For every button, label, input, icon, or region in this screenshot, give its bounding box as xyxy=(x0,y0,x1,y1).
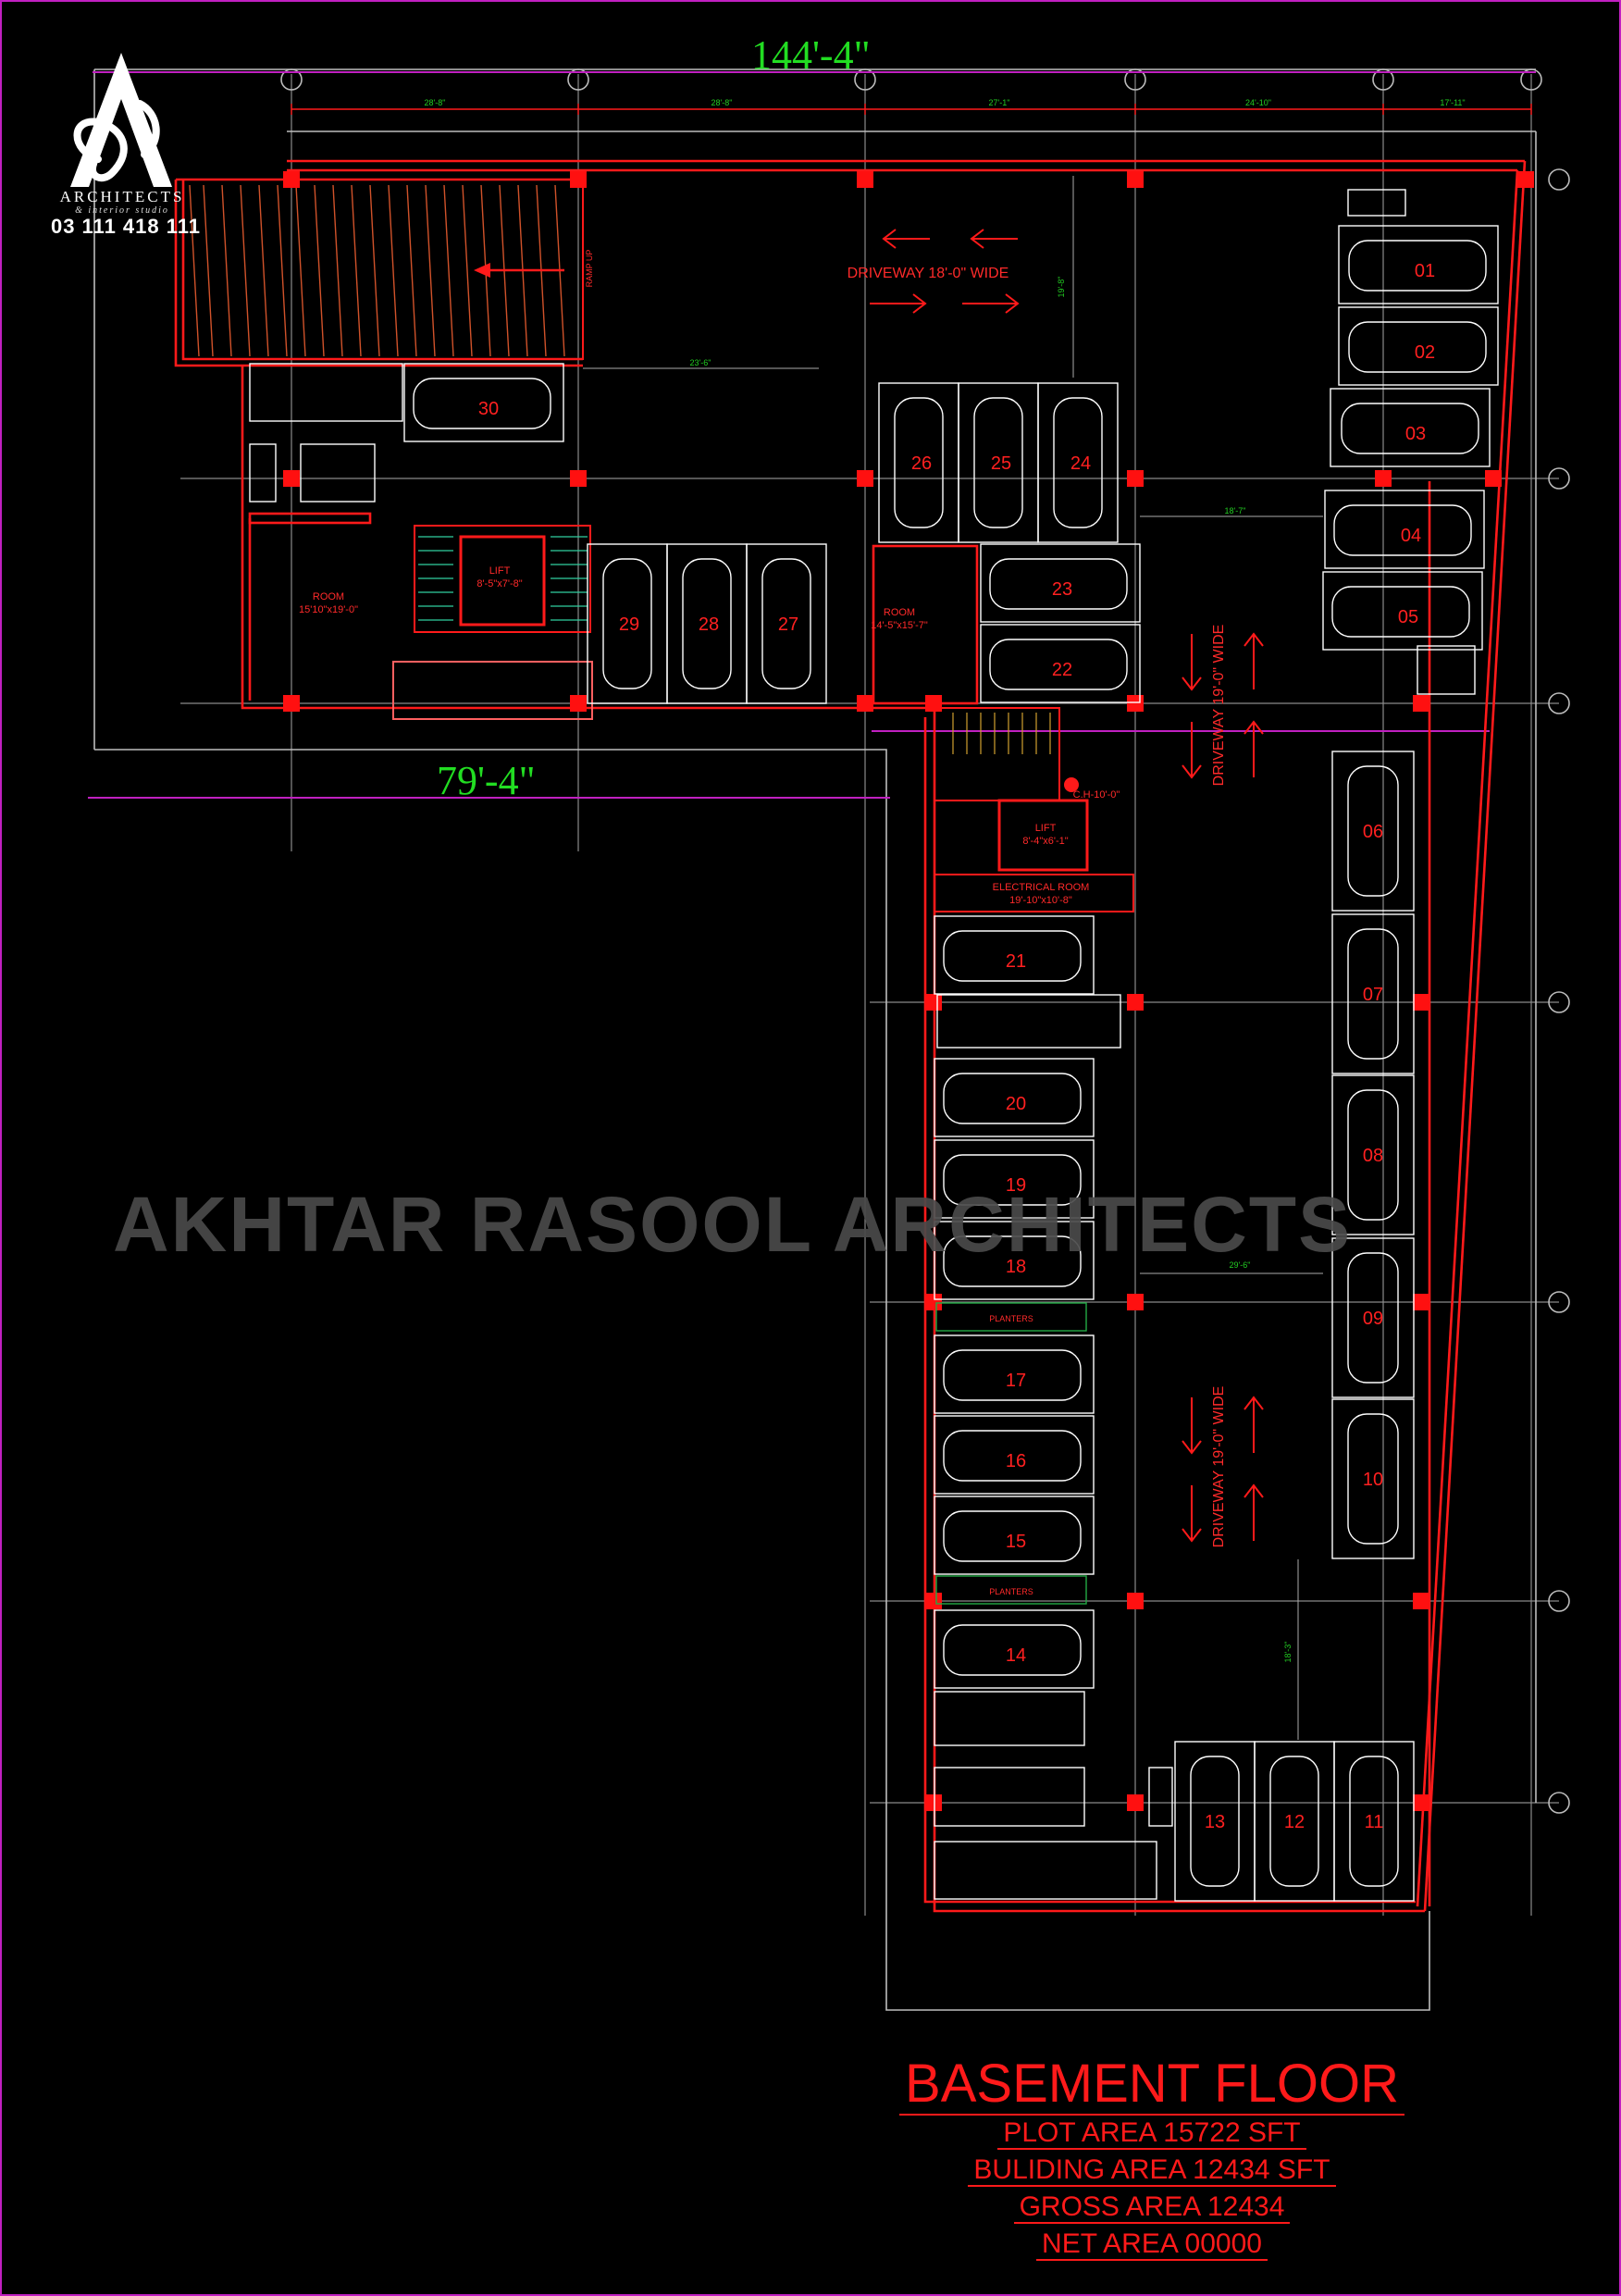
title-building-area: BULIDING AREA 12434 SFT xyxy=(888,2154,1416,2187)
room-mid-label: ROOM xyxy=(884,607,915,618)
parking-number-15: 15 xyxy=(1006,1532,1026,1552)
parking-number-20: 20 xyxy=(1006,1094,1026,1114)
lift-2-size: 8'-4"x6'-1" xyxy=(1022,836,1068,847)
building-area-text: BULIDING AREA 12434 SFT xyxy=(968,2154,1336,2187)
electrical-room-size: 19'-10"x10'-8" xyxy=(1009,895,1072,906)
title-net-area: NET AREA 00000 xyxy=(888,2228,1416,2261)
parking-number-21: 21 xyxy=(1006,951,1026,972)
logo-subtext: & interior studio xyxy=(75,205,169,216)
dim-d10: 18'-3" xyxy=(1283,1642,1293,1663)
room-labels: DRIVEWAY 18'-0" WIDE DRIVEWAY 19'-0" WID… xyxy=(299,250,1227,1596)
driveway-top-label: DRIVEWAY 18'-0" WIDE xyxy=(848,266,1009,281)
parking-number-07: 07 xyxy=(1363,985,1383,1005)
parking-number-17: 17 xyxy=(1006,1371,1026,1391)
parking-number-02: 02 xyxy=(1415,342,1435,363)
lift-2-label: LIFT xyxy=(1035,823,1057,834)
title-plot-area: PLOT AREA 15722 SFT xyxy=(888,2117,1416,2150)
overall-width-dimension: 144'-4" xyxy=(751,32,871,78)
logo-text: ARCHITECTS xyxy=(59,188,185,205)
dim-d5: 17'-11" xyxy=(1440,98,1465,107)
watermark-text: AKHTAR RASOOL ARCHITECTS xyxy=(113,1181,1353,1268)
driveway-arrows xyxy=(870,229,1264,1543)
architects-logo xyxy=(70,53,172,187)
room-mid-size: 14'-5"x15'-7" xyxy=(871,620,928,631)
title-main-text: BASEMENT FLOOR xyxy=(899,2054,1404,2116)
bike-stalls xyxy=(249,189,1476,1900)
planters-2-label: PLANTERS xyxy=(989,1587,1033,1596)
dim-d6: 23'-6" xyxy=(690,358,712,367)
parking-number-12: 12 xyxy=(1284,1812,1305,1832)
building-walls xyxy=(174,159,1527,1913)
red-dim-string xyxy=(291,104,1532,115)
parking-number-05: 05 xyxy=(1398,607,1418,627)
room-left-label: ROOM xyxy=(313,591,344,602)
ramp xyxy=(182,179,584,360)
dim-d3: 27'-1" xyxy=(989,98,1010,107)
dim-d4: 24'-10" xyxy=(1245,98,1271,107)
parking-number-04: 04 xyxy=(1401,526,1421,546)
purple-dim-lines xyxy=(88,71,1536,799)
ramp-label: RAMP UP xyxy=(585,250,594,288)
grid-lines xyxy=(180,74,1559,1916)
parking-number-22: 22 xyxy=(1052,660,1072,680)
lift-1-label: LIFT xyxy=(489,565,511,577)
parking-number-30: 30 xyxy=(478,399,499,419)
phone-number: 03 111 418 111 xyxy=(50,215,202,238)
driveway-low-label: DRIVEWAY 19'-0" WIDE xyxy=(1211,1386,1227,1548)
parking-number-08: 08 xyxy=(1363,1146,1383,1166)
dim-d1: 28'-8" xyxy=(425,98,446,107)
parking-number-labels: 01 02 03 04 05 06 07 08 09 10 11 12 13 14 15 16 17 18 19 20… xyxy=(478,261,1435,1832)
parking-number-11: 11 xyxy=(1365,1812,1384,1832)
driveway-mid-label: DRIVEWAY 19'-0" WIDE xyxy=(1211,625,1227,787)
parking-number-01: 01 xyxy=(1415,261,1435,281)
small-dim-labels: 28'-8" 28'-8" 27'-1" 24'-10" 17'-11" 23'… xyxy=(425,98,1466,1662)
parking-number-27: 27 xyxy=(778,614,798,635)
stair-core-2 xyxy=(934,707,1134,912)
planters-1-label: PLANTERS xyxy=(989,1314,1033,1323)
title-gross-area: GROSS AREA 12434 xyxy=(888,2191,1416,2224)
electrical-room-label: ELECTRICAL ROOM xyxy=(993,882,1090,893)
parking-number-26: 26 xyxy=(911,453,932,474)
parking-number-24: 24 xyxy=(1070,453,1091,474)
parking-number-13: 13 xyxy=(1205,1812,1225,1832)
dim-d7: 18'-7" xyxy=(1225,506,1246,515)
dim-lines-misc xyxy=(583,176,1323,1740)
parking-number-23: 23 xyxy=(1052,579,1072,600)
lift-1-size: 8'-5"x7'-8" xyxy=(476,578,522,590)
logo-calligraphy-icon xyxy=(73,100,160,182)
parking-number-14: 14 xyxy=(1006,1645,1026,1666)
parking-number-16: 16 xyxy=(1006,1451,1026,1471)
parking-number-10: 10 xyxy=(1363,1470,1383,1490)
columns xyxy=(283,171,1534,1811)
grid-bubbles xyxy=(280,68,1570,1814)
parking-stalls xyxy=(403,225,1499,1902)
lower-width-dimension: 79'-4" xyxy=(437,758,536,803)
dim-d9: 19'-8" xyxy=(1057,277,1066,298)
parking-number-29: 29 xyxy=(619,614,639,635)
room-left-size: 15'10"x19'-0" xyxy=(299,604,358,615)
stair-core-1 xyxy=(392,525,593,720)
parking-number-28: 28 xyxy=(699,614,719,635)
parking-number-09: 09 xyxy=(1363,1309,1383,1329)
dim-d8: 29'-6" xyxy=(1230,1260,1251,1270)
title-main: BASEMENT FLOOR xyxy=(888,2053,1416,2116)
dim-d2: 28'-8" xyxy=(712,98,733,107)
net-area-text: NET AREA 00000 xyxy=(1036,2228,1268,2261)
parking-number-18: 18 xyxy=(1006,1257,1026,1277)
plot-area-text: PLOT AREA 15722 SFT xyxy=(997,2117,1306,2150)
parking-number-25: 25 xyxy=(991,453,1011,474)
gross-area-text: GROSS AREA 12434 xyxy=(1013,2191,1291,2224)
parking-number-19: 19 xyxy=(1006,1175,1026,1196)
parking-number-06: 06 xyxy=(1363,822,1383,842)
parking-number-03: 03 xyxy=(1405,424,1426,444)
site-boundary xyxy=(93,68,1537,2011)
ceiling-height-label: C.H-10'-0" xyxy=(1073,789,1120,800)
